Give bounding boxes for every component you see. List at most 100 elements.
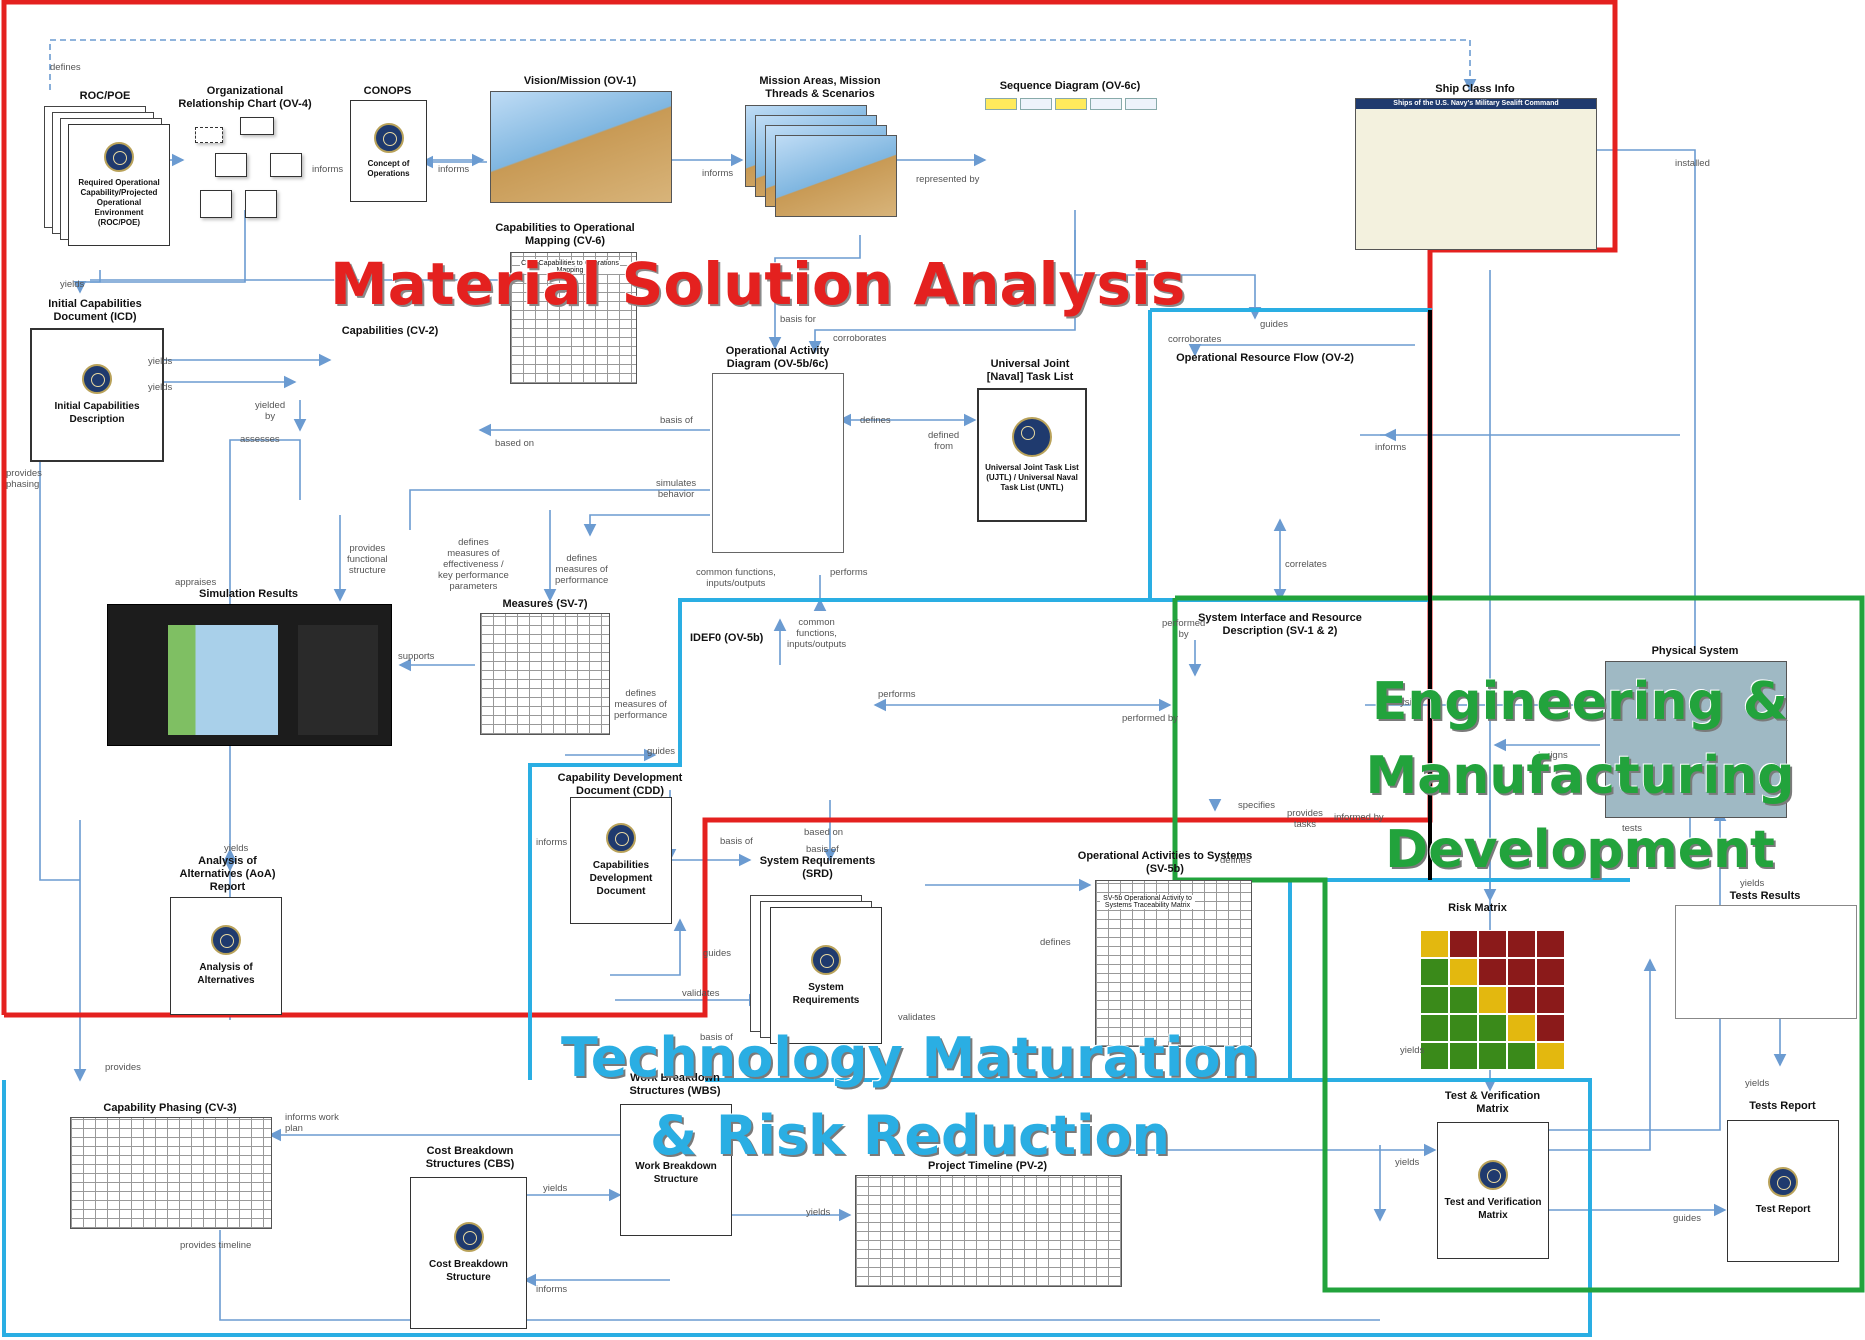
edge-label: provides timeline <box>180 1240 252 1251</box>
phase-title-emd-1: Engineering & <box>1371 672 1789 732</box>
edge-label: yields <box>1400 1045 1425 1056</box>
icd-title: Initial Capabilities Document (ICD) <box>48 298 142 323</box>
edge-label: performs <box>830 567 868 578</box>
risk-title: Risk Matrix <box>1448 902 1507 914</box>
risk-cell <box>1420 958 1449 986</box>
edge-label: assesses <box>240 434 280 445</box>
sv7-node[interactable]: Measures (SV-7) <box>480 598 610 738</box>
phase-title-emd-3: Development <box>1385 820 1775 880</box>
pv2-node[interactable]: Project Timeline (PV-2) <box>855 1160 1122 1287</box>
ov4-org-box <box>240 117 274 135</box>
mission-areas-node[interactable]: Mission Areas, Mission Threads & Scenari… <box>740 75 900 225</box>
cbs-node[interactable]: Cost Breakdown Structures (CBS) Cost Bre… <box>410 1145 530 1330</box>
cv6-title: Capabilities to Operational Mapping (CV-… <box>495 222 635 247</box>
risk-cell <box>1536 1014 1565 1042</box>
edge-label: defined from <box>928 430 960 452</box>
risk-cell <box>1536 986 1565 1014</box>
edge-label: defines <box>50 62 81 73</box>
risk-cell <box>1478 1014 1507 1042</box>
edge-label: informs <box>702 168 734 179</box>
risk-cell <box>1449 986 1478 1014</box>
ship-class-node[interactable]: Ship Class Info Ships of the U.S. Navy's… <box>1355 83 1597 253</box>
tests-results-node[interactable]: Tests Results <box>1670 890 1860 1020</box>
srd-node[interactable]: System Requirements (SRD) System Require… <box>745 855 890 1045</box>
ship-class-poster: Ships of the U.S. Navy's Military Sealif… <box>1355 98 1597 250</box>
edge-label: correlates <box>1285 559 1327 570</box>
test-report-doc: Test Report <box>1727 1120 1839 1262</box>
edge-label: common functions, inputs/outputs <box>787 617 847 650</box>
risk-cell <box>1478 986 1507 1014</box>
ov4-org-box <box>195 127 223 143</box>
tvm-title: Test & Verification Matrix <box>1444 1090 1541 1115</box>
conops-node[interactable]: CONOPS Concept of Operations <box>345 85 430 205</box>
wbs-node[interactable]: Work Breakdown Structures (WBS) Work Bre… <box>620 1072 732 1237</box>
wbs-text: Work Breakdown Structure <box>635 1161 717 1185</box>
cv6-matrix <box>510 252 637 384</box>
edge-label: guides <box>647 746 675 757</box>
edge-label: yields <box>1740 878 1765 889</box>
edge-label: informs work plan <box>285 1112 339 1134</box>
ov1-title: Vision/Mission (OV-1) <box>523 75 637 87</box>
sv7-matrix <box>480 613 610 735</box>
cdd-doc: Capabilities Development Document <box>570 797 672 924</box>
edge-label: defines <box>860 415 891 426</box>
sv5b-matrix <box>1095 880 1252 1047</box>
edge-label: yields <box>806 1207 831 1218</box>
cv2-node[interactable]: Capabilities (CV-2) <box>295 325 485 500</box>
risk-cell <box>1507 1014 1536 1042</box>
physical-console <box>1605 661 1787 818</box>
edge-label: performed by <box>1162 618 1206 640</box>
test-report-node[interactable]: Tests Report Test Report <box>1725 1100 1840 1265</box>
ov4-node[interactable]: Organizational Relationship Chart (OV-4) <box>175 85 315 225</box>
edge-label: informs <box>536 1284 568 1295</box>
edge-label: guides <box>1673 1213 1701 1224</box>
cv6-node[interactable]: Capabilities to Operational Mapping (CV-… <box>490 222 640 387</box>
cv3-node[interactable]: Capability Phasing (CV-3) <box>70 1102 272 1229</box>
aoa-node[interactable]: Analysis of Alternatives (AoA) Report An… <box>170 855 285 1015</box>
cdd-node[interactable]: Capability Development Document (CDD) Ca… <box>555 772 685 927</box>
ov1-map-image <box>490 91 672 203</box>
aoa-title: Analysis of Alternatives (AoA) Report <box>179 855 276 893</box>
ov6c-lane-header <box>1020 98 1052 110</box>
conops-doc: Concept of Operations <box>350 100 427 202</box>
edge-label: guides <box>1260 319 1288 330</box>
ujtl-node[interactable]: Universal Joint [Naval] Task List Univer… <box>975 358 1087 523</box>
ov6c-lane-header <box>1090 98 1122 110</box>
risk-cell <box>1420 1014 1449 1042</box>
roc-poe-node[interactable]: ROC/POE Required Operational Capability/… <box>40 90 170 250</box>
edge-label: basis of <box>806 844 839 855</box>
ov1-node[interactable]: Vision/Mission (OV-1) <box>485 75 675 205</box>
sim-node[interactable]: Simulation Results <box>107 588 392 748</box>
conops-title: CONOPS <box>363 85 412 97</box>
edge-label: validates <box>898 1012 936 1023</box>
tests-results-title: Tests Results <box>1729 890 1801 902</box>
idef0-node[interactable]: IDEF0 (OV-5b) <box>690 632 960 817</box>
phase-title-tmrr-2: & Risk Reduction <box>649 1104 1170 1167</box>
edge-label: guides <box>703 948 731 959</box>
edge-label: appraises <box>175 577 217 588</box>
ov4-org-box <box>245 190 277 218</box>
msa-frame <box>1 0 1618 1018</box>
physical-node[interactable]: Physical System <box>1600 645 1790 820</box>
risk-cell <box>1449 930 1478 958</box>
ov5-node[interactable]: Operational Activity Diagram (OV-5b/6c) <box>710 345 845 555</box>
risk-cell <box>1478 958 1507 986</box>
ov2-title: Operational Resource Flow (OV-2) <box>1176 352 1354 364</box>
edge-label: informed by <box>1334 812 1384 823</box>
mission-sheet <box>775 135 897 217</box>
roc-poe-doc: Required Operational Capability/Projecte… <box>68 124 170 246</box>
tmrr-frame-4 <box>1288 880 1590 1082</box>
wbs-doc: Work Breakdown Structure <box>620 1104 732 1236</box>
sv5b-node[interactable]: Operational Activities to Systems (SV-5b… <box>1075 850 1255 1050</box>
ship-class-banner: Ships of the U.S. Navy's Military Sealif… <box>1356 99 1596 109</box>
risk-cell <box>1420 986 1449 1014</box>
edge-label: simulates behavior <box>656 478 697 500</box>
tvm-node[interactable]: Test & Verification Matrix Test and Veri… <box>1435 1090 1550 1260</box>
sv1-node[interactable]: System Interface and Resource Descriptio… <box>1180 612 1380 822</box>
icd-node[interactable]: Initial Capabilities Document (ICD) Init… <box>25 298 165 463</box>
risk-node[interactable]: Risk Matrix <box>1385 902 1570 1072</box>
ov2-node[interactable]: Operational Resource Flow (OV-2) <box>1175 352 1355 517</box>
ov6c-node[interactable]: Sequence Diagram (OV-6c) <box>985 80 1157 225</box>
